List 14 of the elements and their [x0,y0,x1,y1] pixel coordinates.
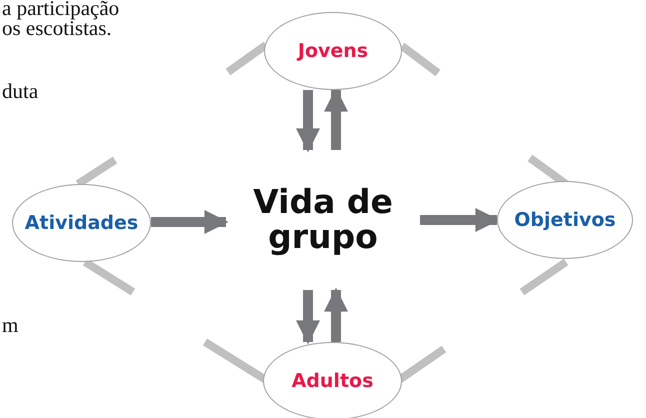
node-label: Atividades [24,212,138,234]
block-arrow [296,90,320,152]
node-label: Vida de grupo [252,185,394,255]
block-arrow [296,290,320,344]
node-label: Adultos [292,370,374,392]
block-arrow [151,210,228,234]
node-label: Jovens [298,40,368,62]
text-fragment: a participação [2,0,120,21]
block-arrow [420,208,500,232]
block-arrow [324,88,348,150]
node-label: Objetivos [514,209,616,231]
block-arrow [324,288,348,342]
text-fragment: m [2,313,18,338]
text-fragment: duta [2,79,38,104]
